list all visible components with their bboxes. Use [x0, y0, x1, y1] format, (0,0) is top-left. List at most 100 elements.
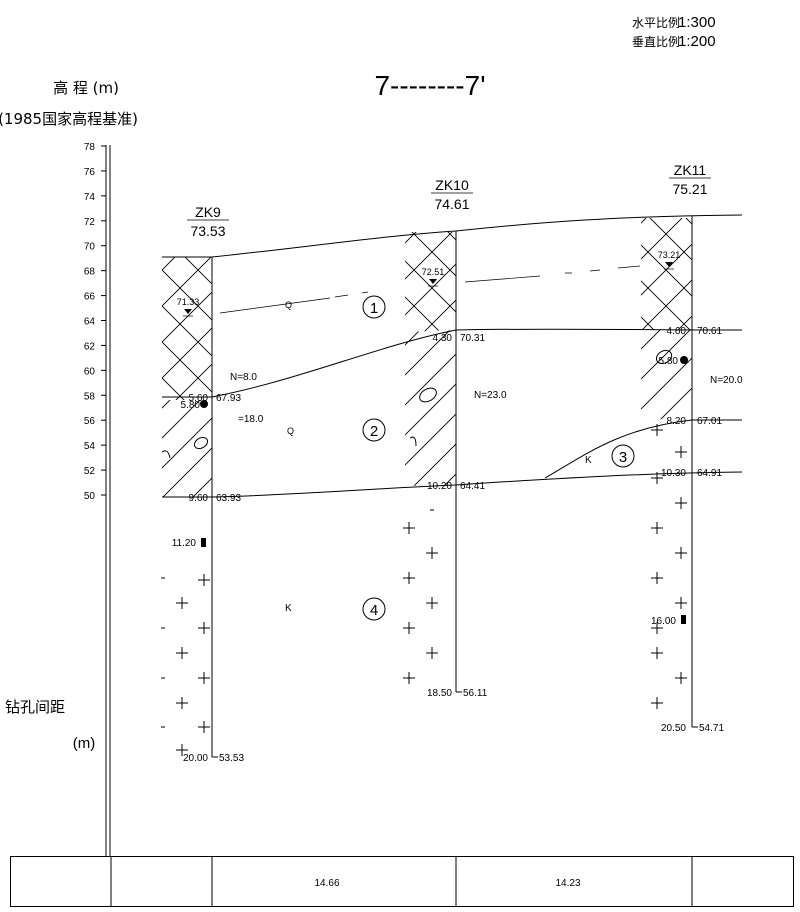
stratum-code: K [285, 603, 292, 614]
water-level-zk10: 72.51 [422, 267, 444, 287]
layer-depth-label: 9.60 [189, 493, 209, 504]
layer-elevation-label: 64.41 [460, 481, 485, 492]
layer-elevation-label: 67.01 [697, 416, 722, 427]
stratum-number: 3 [619, 449, 627, 466]
borehole-header-zk10: ZK10 74.61 [431, 177, 473, 212]
zone-silty-hatch [405, 330, 456, 486]
water-table-line [219, 297, 331, 314]
pebble-symbol [161, 450, 171, 459]
sample-square-marker [681, 615, 686, 624]
pebble-symbol [655, 349, 673, 365]
sample-depth-label: 5.80 [181, 400, 201, 411]
spacing-table-frame [10, 856, 794, 907]
stratum-circle [362, 597, 386, 621]
axis-tick-label: 68 [84, 267, 96, 278]
axis-tick-label: 60 [84, 366, 96, 377]
sample-depth-label: 11.20 [172, 538, 197, 549]
vertical-scale-value: 1:200 [678, 33, 716, 50]
pebble-symbol [193, 436, 209, 450]
sample-square-marker [201, 538, 206, 547]
rock-plus-symbol [176, 744, 188, 756]
axis-tick-label: 72 [84, 217, 96, 228]
stratum-circle [611, 444, 635, 468]
bottom-elevation-label: 56.11 [463, 688, 488, 699]
spt-label: N=8.0 [230, 372, 257, 383]
rock-plus-symbol [403, 622, 415, 634]
rock-plus-symbol [426, 597, 438, 609]
spt-label: N=20.0 [710, 375, 743, 386]
axis-tick-label: 66 [84, 292, 96, 303]
layer-elevation-label: 70.31 [460, 333, 485, 344]
sample-dot-marker [200, 400, 208, 408]
stratum-marker-3: 3 K [585, 444, 635, 468]
water-table-dash [334, 291, 369, 298]
rock-symbols [161, 424, 687, 756]
scale-note: 水平比例 1:300 垂直比例 1:200 [632, 14, 716, 50]
axis-tick-label: 52 [84, 466, 96, 477]
rock-plus-symbol [176, 647, 188, 659]
rock-plus-symbol [675, 597, 687, 609]
rock-plus-symbol [176, 697, 188, 709]
horizontal-scale-label: 水平比例 [632, 16, 680, 30]
stratum-marker-1: 1 Q [285, 295, 386, 319]
water-level-zk9: 71.33 [177, 297, 200, 317]
rock-plus-symbol [198, 622, 210, 634]
borehole-id: ZK9 [195, 204, 221, 220]
axis-tick-label: 70 [84, 242, 96, 253]
rock-plus-symbol [426, 547, 438, 559]
rock-plus-symbol [176, 597, 188, 609]
rock-plus-symbol [403, 572, 415, 584]
rock-plus-symbol [675, 446, 687, 458]
zone-fill-hatch [641, 218, 692, 330]
rock-plus-symbol [675, 497, 687, 509]
zone-silty-hatch [162, 400, 212, 497]
stratum-code: Q [285, 300, 292, 310]
axis-tick-label: 58 [84, 391, 96, 402]
layer-elevation-label: 64.91 [697, 468, 722, 479]
horizontal-scale-value: 1:300 [678, 14, 716, 31]
spacing-value: 14.23 [555, 878, 580, 889]
layer-boundary-3-top [544, 419, 742, 479]
axis-tick-label: 78 [84, 142, 96, 153]
bottom-elevation-label: 53.53 [219, 753, 244, 764]
water-level-icon [184, 309, 192, 314]
rock-plus-symbol [651, 522, 663, 534]
spacing-value: 14.66 [314, 878, 339, 889]
axis-tick-label: 50 [84, 491, 96, 502]
sample-dot-marker [680, 356, 688, 364]
rock-plus-symbol [651, 622, 663, 634]
water-level-icon [665, 262, 673, 267]
axis-tick-label: 54 [84, 441, 96, 452]
water-level-label: 73.21 [658, 250, 681, 260]
sample-depth-label: 16.00 [651, 616, 676, 627]
axis-tick-label: 62 [84, 341, 96, 352]
pebble-symbol [409, 436, 417, 447]
bottom-depth-label: 20.50 [661, 723, 686, 734]
zone-silty-hatch [641, 330, 692, 420]
stratum-number: 4 [370, 602, 378, 619]
axis-tick-label: 56 [84, 416, 96, 427]
water-level-label: 71.33 [177, 297, 200, 307]
stratum-code: Q [287, 426, 294, 436]
water-table-line [464, 265, 641, 283]
stratum-code: K [585, 455, 592, 466]
layer-depth-label: 5.60 [189, 393, 209, 404]
rock-plus-symbol [198, 574, 210, 586]
layer-depth-label: 10.20 [427, 481, 452, 492]
borehole-header-zk9: ZK9 73.53 [187, 204, 229, 239]
borehole-id: ZK11 [674, 162, 707, 178]
spacing-table: 14.66 14.23 [10, 856, 794, 907]
axis-tick-label: 76 [84, 167, 96, 178]
water-level-zk11: 73.21 [658, 250, 681, 270]
zone-fill-hatch [162, 257, 212, 400]
bottom-depth-label: 20.00 [183, 753, 208, 764]
axis-title: 高 程 (m) [53, 79, 119, 97]
layer-depth-label: 4.60 [667, 326, 687, 337]
rock-plus-symbol [675, 547, 687, 559]
rock-plus-symbol [426, 647, 438, 659]
zone-fill-hatch [405, 232, 456, 332]
vertical-scale-label: 垂直比例 [632, 35, 680, 49]
bottom-elevation-label: 54.71 [699, 723, 724, 734]
stratum-circle [362, 295, 386, 319]
